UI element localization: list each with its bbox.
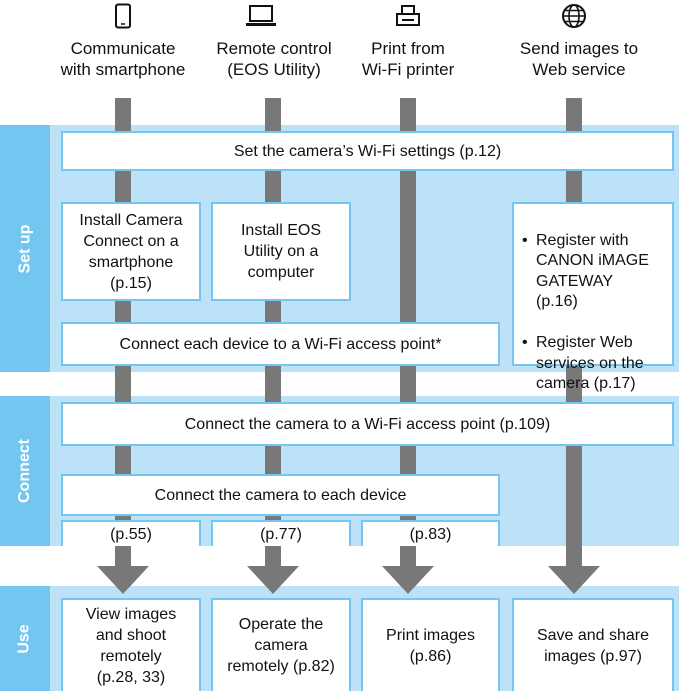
bullet: • [522,231,528,249]
flow-arrow-eos-utility [247,566,299,594]
column-title-web-service: Send images to Web service [519,39,639,79]
web-step-text: Register Web services on the camera (p.1… [536,334,644,392]
printer-icon [394,3,422,29]
stage-label-use: Use [0,586,50,691]
column-title-smartphone: Communicate with smartphone [60,39,186,79]
use-view-shoot-remotely: View images and shoot remotely (p.28, 33… [61,598,201,691]
web-step-register-gateway: • Register with CANON iMAGE GATEWAY (p.16… [522,231,666,313]
step-wifi-settings: Set the camera’s Wi-Fi settings (p.12) [61,131,674,171]
use-print-images: Print images (p.86) [361,598,500,691]
bullet: • [522,334,528,351]
step-web-service-registration: • Register with CANON iMAGE GATEWAY (p.16… [512,202,674,392]
column-title-printer: Print from Wi-Fi printer [361,39,455,79]
column-title-eos-utility: Remote control (EOS Utility) [216,39,332,79]
step-connect-camera-each-device: Connect the camera to each device [61,474,500,516]
use-save-share-images: Save and share images (p.97) [512,598,674,691]
step-connect-camera-access-point: Connect the camera to a Wi-Fi access poi… [61,402,674,446]
web-step-text: Register with CANON iMAGE GATEWAY (p.16) [536,231,649,311]
stage-label-setup: Set up [0,125,50,372]
laptop-icon [244,3,278,29]
step-connect-devices-access-point: Connect each device to a Wi-Fi access po… [61,322,500,366]
step-install-camera-connect: Install Camera Connect on a smartphone (… [61,202,201,301]
step-install-eos-utility: Install EOS Utility on a computer [211,202,351,301]
globe-icon [560,3,588,29]
smartphone-icon [111,3,135,29]
use-operate-camera-remotely: Operate the camera remotely (p.82) [211,598,351,691]
page-ref-smartphone: (p.55) [61,520,201,546]
flow-arrow-web-service [548,566,600,594]
page-ref-eos-utility: (p.77) [211,520,351,546]
page-ref-printer: (p.83) [361,520,500,546]
flow-arrow-printer [382,566,434,594]
flow-arrow-smartphone [97,566,149,594]
web-step-register-services: • Register Web services on the camera (p.… [522,333,666,395]
stage-label-connect: Connect [0,396,50,546]
